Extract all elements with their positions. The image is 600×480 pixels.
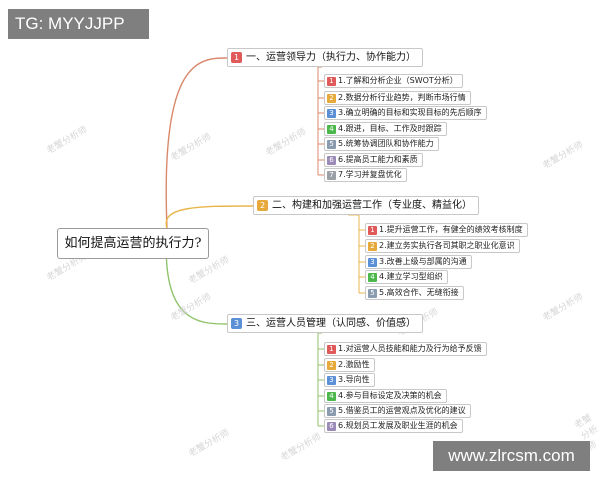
priority-badge: 6 — [327, 421, 336, 431]
watermark-top-left: TG: MYYJJPP — [8, 9, 149, 39]
leaf-label: 6.提高员工能力和素质 — [338, 155, 418, 164]
leaf-label: 1.提升运营工作，有健全的绩效考核制度 — [379, 225, 523, 234]
leaf-label: 5.借鉴员工的运营观点及优化的建议 — [338, 406, 466, 415]
branch-node-1[interactable]: 1 一、运营领导力（执行力、协作能力） — [227, 48, 423, 67]
leaf-label: 7.学习并复盘优化 — [338, 170, 402, 179]
branch-label: 三、运营人员管理（认同感、价值感） — [246, 318, 416, 329]
leaf-label: 4.建立学习型组织 — [379, 272, 443, 281]
leaf-label: 1.对运营人员技能和能力及行为给予反馈 — [338, 344, 482, 353]
branch-label: 一、运营领导力（执行力、协作能力） — [246, 52, 416, 63]
priority-badge: 1 — [231, 52, 242, 63]
leaf-label: 5.统筹协调团队和协作能力 — [338, 139, 434, 148]
priority-badge: 3 — [231, 318, 242, 329]
priority-badge: 5 — [327, 406, 336, 416]
priority-badge: 1 — [368, 225, 377, 235]
priority-badge: 1 — [327, 344, 336, 354]
leaf-trunk-1 — [317, 66, 322, 175]
priority-badge: 2 — [368, 241, 377, 251]
branch-connector-2 — [165, 205, 254, 229]
leaf-label: 3.改善上级与部属的沟通 — [379, 257, 467, 266]
root-node[interactable]: 如何提高运营的执行力? — [57, 228, 209, 259]
priority-badge: 3 — [327, 375, 336, 385]
priority-badge: 4 — [327, 391, 336, 401]
branch-node-2[interactable]: 2 二、构建和加强运营工作（专业度、精益化） — [253, 196, 479, 215]
branch-node-3[interactable]: 3 三、运营人员管理（认同感、价值感） — [227, 314, 423, 333]
leaf-label: 2.数据分析行业趋势，判断市场行情 — [338, 93, 466, 102]
priority-badge: 7 — [327, 170, 336, 180]
branch-label: 二、构建和加强运营工作（专业度、精益化） — [272, 200, 472, 211]
leaf-label: 5.高效合作、无缝衔接 — [379, 288, 459, 297]
priority-badge: 4 — [368, 272, 377, 282]
priority-badge: 5 — [368, 288, 377, 298]
branch-connector-1 — [165, 57, 228, 229]
priority-badge: 4 — [327, 124, 336, 134]
leaf-trunk-2 — [348, 214, 360, 293]
leaf-label: 1.了解和分析企业（SWOT分析） — [338, 76, 458, 85]
priority-badge: 6 — [327, 155, 336, 165]
priority-badge: 1 — [327, 76, 336, 86]
leaf-label: 2.激励性 — [338, 360, 370, 369]
leaf-label: 3.确立明确的目标和实现目标的先后顺序 — [338, 108, 482, 117]
priority-badge: 2 — [327, 93, 336, 103]
watermark-bottom-right: www.zlrcsm.com — [433, 441, 590, 471]
priority-badge: 3 — [368, 257, 377, 267]
leaf-trunk-3 — [317, 332, 322, 426]
leaf-label: 6.规划员工发展及职业生涯的机会 — [338, 421, 458, 430]
leaf-label: 4.参与目标设定及决策的机会 — [338, 391, 442, 400]
leaf-label: 4.跟进，目标、工作及时跟踪 — [338, 124, 442, 133]
leaf-label: 3.导向性 — [338, 375, 370, 384]
leaf-label: 2.建立务实执行各司其职之职业化意识 — [379, 241, 515, 250]
priority-badge: 2 — [257, 200, 268, 211]
priority-badge: 5 — [327, 139, 336, 149]
priority-badge: 2 — [327, 360, 336, 370]
priority-badge: 3 — [327, 108, 336, 118]
